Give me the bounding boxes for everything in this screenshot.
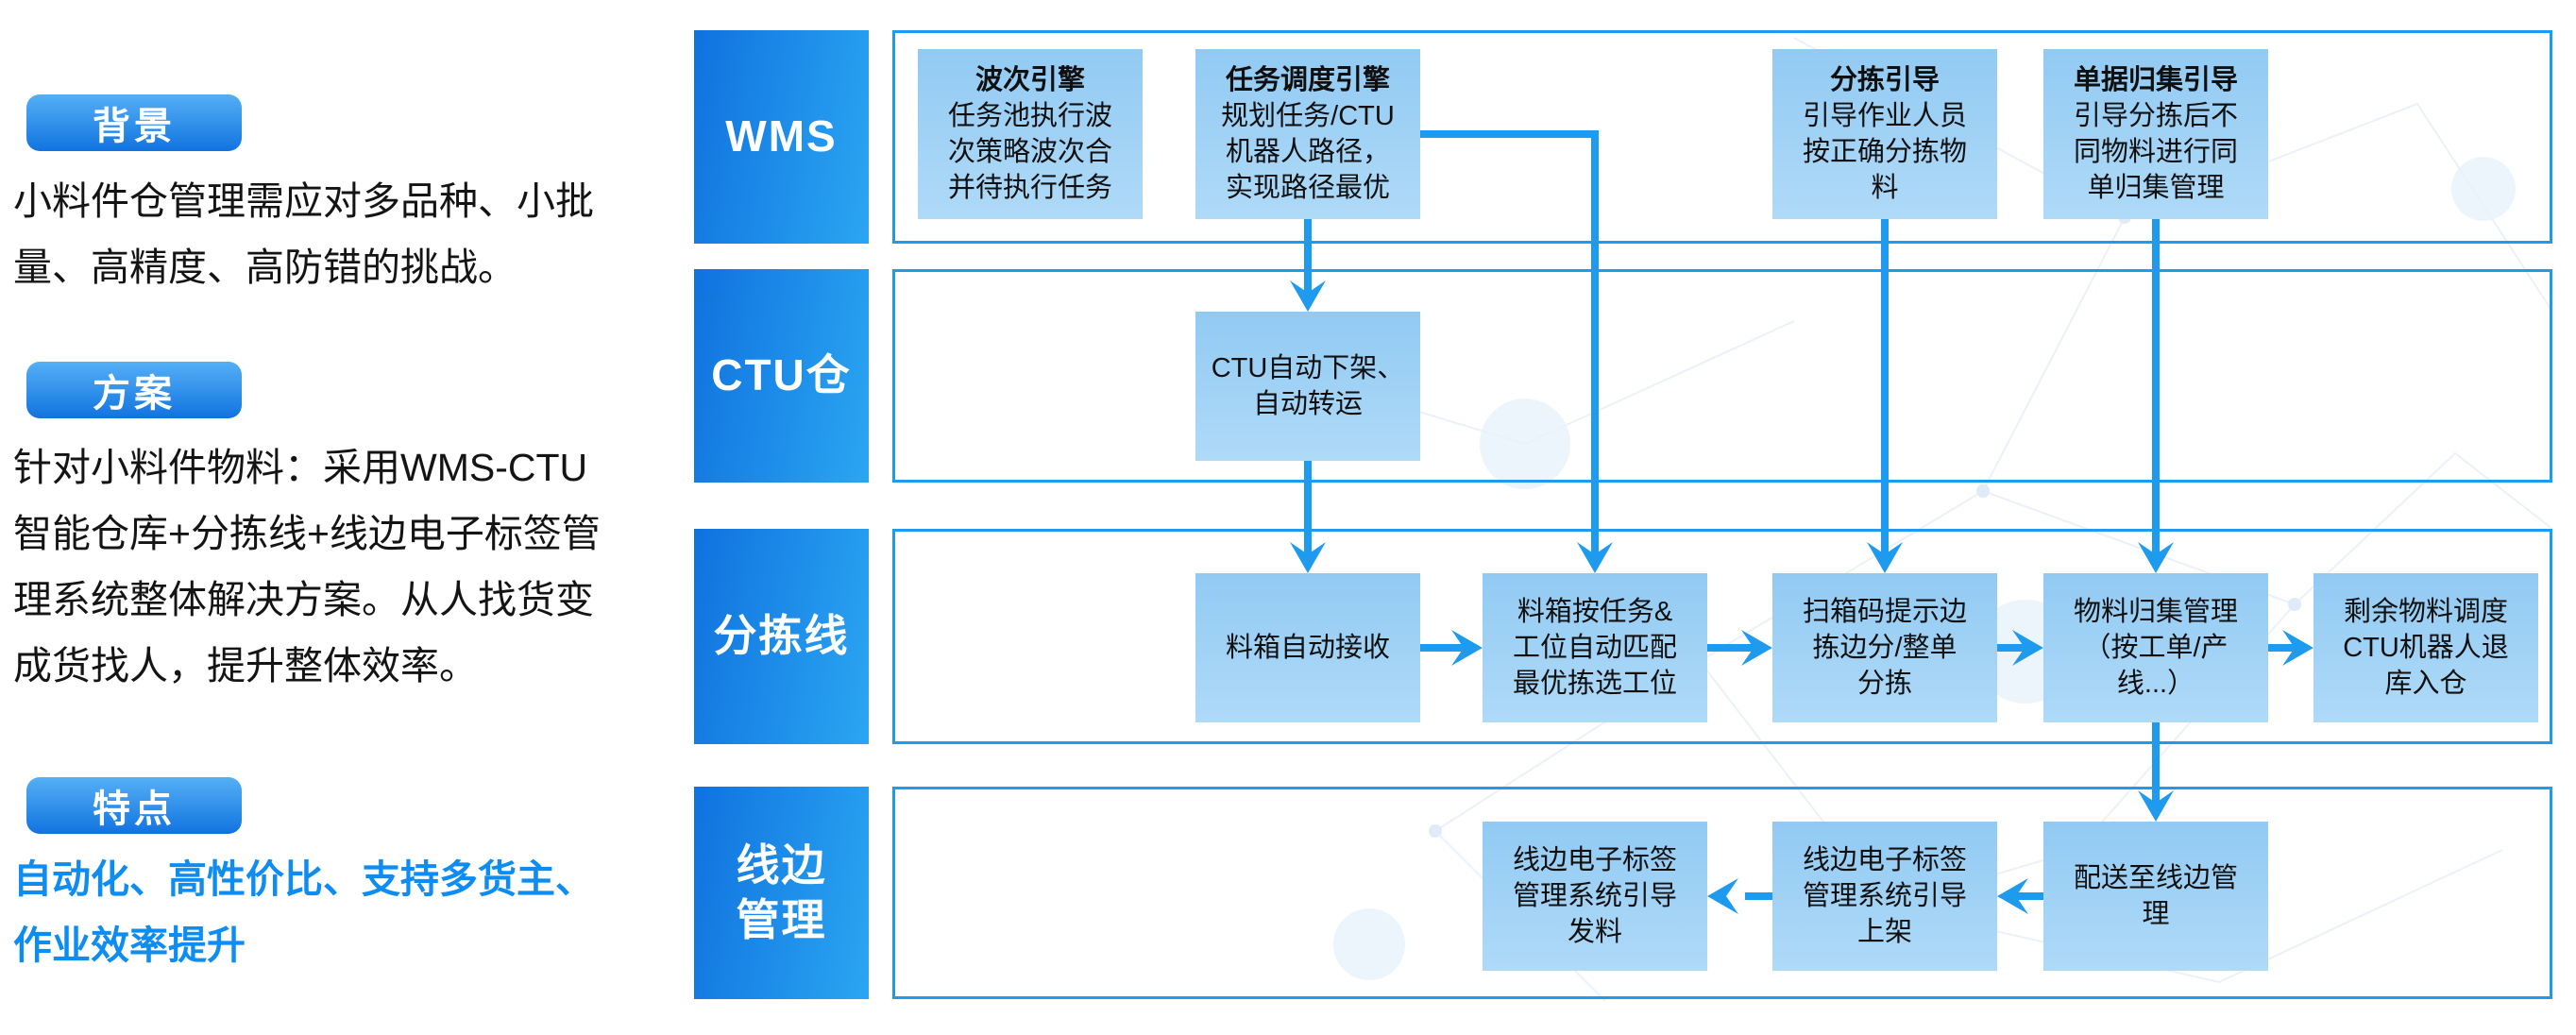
flow-box-surplus-material-return: 剩余物料调度 CTU机器人退 库入仓 (2313, 573, 2538, 722)
solution-section-badge: 方案 (26, 362, 242, 418)
flow-box-doc-collection-guide: 单据归集引导 引导分拣后不 同物料进行同 单归集管理 (2043, 49, 2268, 219)
flow-box-scan-code-sorting: 扫箱码提示边 拣边分/整单 分拣 (1772, 573, 1997, 722)
row-label-ctu-warehouse: CTU仓 (694, 269, 869, 483)
solution-section-text: 针对小料件物料：采用WMS-CTU 智能仓库+分拣线+线边电子标签管 理系统整体… (13, 446, 601, 687)
flow-box-bin-task-station-match: 料箱按任务& 工位自动匹配 最优拣选工位 (1483, 573, 1707, 722)
arrow-line-scheduler-elbow-to-match (1420, 130, 1599, 554)
row-frame-lineside-management (892, 787, 2552, 999)
flow-box-title: 任务调度引擎 (1225, 65, 1390, 95)
flow-box-body: 任务池执行波 次策略波次合 并待执行任务 (947, 101, 1112, 203)
flow-box-esl-guided-putaway: 线边电子标签 管理系统引导 上架 (1772, 822, 1997, 971)
row-label-lineside-management: 线边 管理 (694, 787, 869, 999)
background-section-badge: 背景 (26, 94, 242, 151)
flow-box-esl-guided-issue: 线边电子标签 管理系统引导 发料 (1483, 822, 1707, 971)
flow-box-task-scheduling-engine: 任务调度引擎 规划任务/CTU 机器人路径， 实现路径最优 (1195, 49, 1420, 219)
flow-box-delivery-to-lineside: 配送至线边管 理 (2043, 822, 2268, 971)
solution-badge-label: 方案 (93, 373, 176, 415)
features-section-text: 自动化、高性价比、支持多货主、 作业效率提升 (13, 857, 594, 967)
flow-box-title: 单据归集引导 (2073, 65, 2238, 95)
flow-box-body: 引导分拣后不 同物料进行同 单归集管理 (2073, 101, 2238, 203)
background-section-text: 小料件仓管理需应对多品种、小批 量、高精度、高防错的挑战。 (13, 179, 594, 289)
flow-box-sorting-guide: 分拣引导 引导作业人员 按正确分拣物 料 (1772, 49, 1997, 219)
row-label-sorting-line: 分拣线 (694, 529, 869, 744)
features-section-badge: 特点 (26, 777, 242, 834)
row-frame-wms (892, 30, 2552, 244)
features-badge-label: 特点 (93, 789, 176, 830)
flow-box-title: 分拣引导 (1829, 65, 1940, 95)
row-frame-ctu-warehouse (892, 269, 2552, 483)
row-frame-sorting-line (892, 529, 2552, 744)
row-label-wms: WMS (694, 30, 869, 244)
background-badge-label: 背景 (93, 106, 176, 147)
flow-box-title: 波次引擎 (974, 65, 1085, 95)
flow-box-wave-engine: 波次引擎 任务池执行波 次策略波次合 并待执行任务 (918, 49, 1143, 219)
flow-box-ctu-auto-unload: CTU自动下架、 自动转运 (1195, 312, 1420, 461)
flow-box-bin-auto-receive: 料箱自动接收 (1195, 573, 1420, 722)
flow-box-body: 引导作业人员 按正确分拣物 料 (1802, 101, 1967, 203)
flow-box-material-collection-management: 物料归集管理 （按工单/产 线...） (2043, 573, 2268, 722)
flow-box-body: 规划任务/CTU 机器人路径， 实现路径最优 (1221, 101, 1395, 203)
